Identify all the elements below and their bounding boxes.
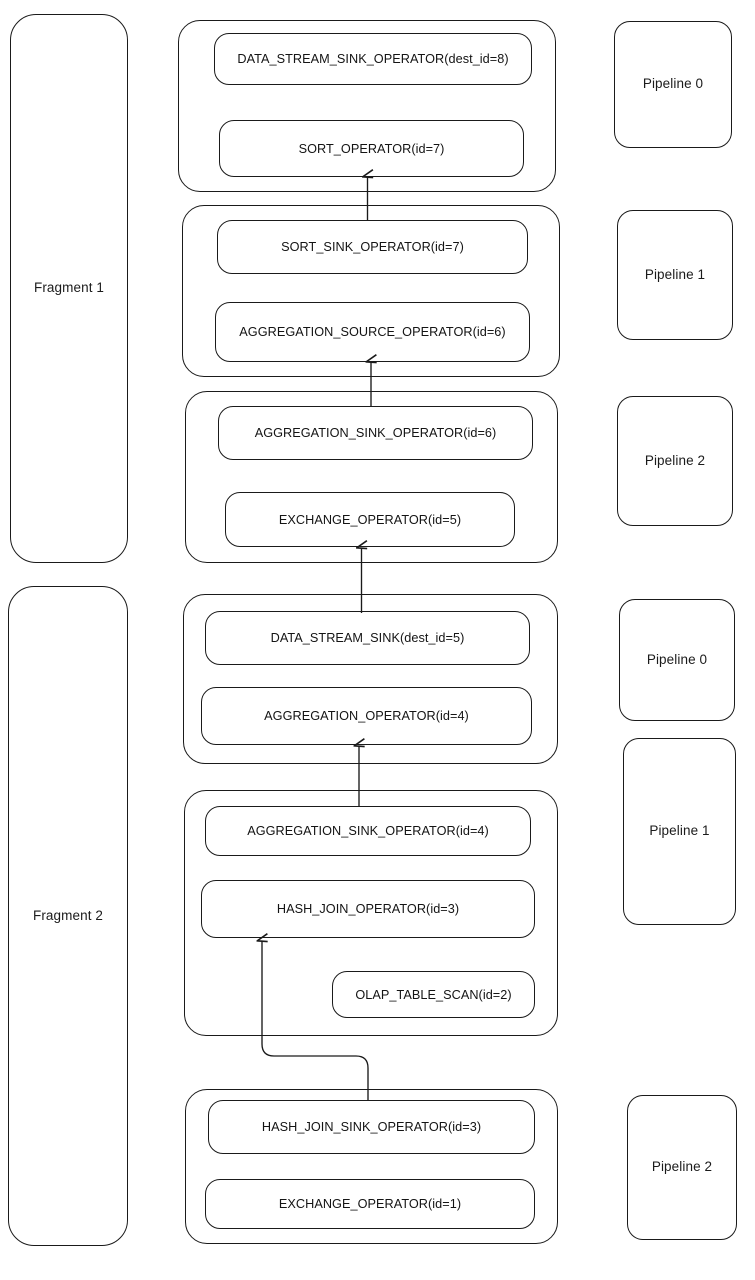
fragment-label-2: Fragment 2 [32,907,104,923]
operator-box-aggregation-sink-operator-4[interactable]: AGGREGATION_SINK_OPERATOR(id=4) [205,806,531,856]
pipeline-label: Pipeline 1 [644,266,706,282]
fragment-box-1[interactable]: Fragment 1 [10,14,128,563]
operator-box-aggregation-sink-operator-6[interactable]: AGGREGATION_SINK_OPERATOR(id=6) [218,406,533,460]
operator-box-aggregation-operator-4[interactable]: AGGREGATION_OPERATOR(id=4) [201,687,532,745]
operator-box-data-stream-sink-dest-5[interactable]: DATA_STREAM_SINK(dest_id=5) [205,611,530,665]
operator-box-aggregation-source-operator-6[interactable]: AGGREGATION_SOURCE_OPERATOR(id=6) [215,302,530,362]
operator-box-sort-operator-7[interactable]: SORT_OPERATOR(id=7) [219,120,524,177]
pipeline-label-box-f1-p2[interactable]: Pipeline 2 [617,396,733,526]
pipeline-label: Pipeline 1 [649,823,710,839]
operator-box-hash-join-sink-operator-3[interactable]: HASH_JOIN_SINK_OPERATOR(id=3) [208,1100,535,1154]
operator-label: AGGREGATION_OPERATOR(id=4) [264,709,469,723]
operator-label: EXCHANGE_OPERATOR(id=5) [278,512,462,527]
operator-box-data-stream-sink-operator-dest-8[interactable]: DATA_STREAM_SINK_OPERATOR(dest_id=8) [214,33,532,85]
pipeline-label-box-f2-p2[interactable]: Pipeline 2 [627,1095,737,1240]
pipeline-label-box-f2-p0[interactable]: Pipeline 0 [619,599,735,721]
operator-label: OLAP_TABLE_SCAN(id=2) [355,987,512,1002]
pipeline-label-box-f1-p1[interactable]: Pipeline 1 [617,210,733,340]
pipeline-label: Pipeline 0 [646,651,708,667]
operator-box-exchange-operator-1[interactable]: EXCHANGE_OPERATOR(id=1) [205,1179,535,1229]
operator-label: DATA_STREAM_SINK(dest_id=5) [270,631,465,645]
operator-box-exchange-operator-5[interactable]: EXCHANGE_OPERATOR(id=5) [225,492,515,547]
operator-label: HASH_JOIN_SINK_OPERATOR(id=3) [261,1120,482,1134]
fragment-box-2[interactable]: Fragment 2 [8,586,128,1246]
operator-box-hash-join-operator-3[interactable]: HASH_JOIN_OPERATOR(id=3) [201,880,535,938]
operator-label: AGGREGATION_SINK_OPERATOR(id=6) [254,426,497,440]
operator-label: AGGREGATION_SINK_OPERATOR(id=4) [247,824,489,838]
operator-box-olap-table-scan-2[interactable]: OLAP_TABLE_SCAN(id=2) [332,971,535,1018]
pipeline-label: Pipeline 2 [651,1159,713,1175]
pipeline-label: Pipeline 0 [642,76,704,92]
pipeline-label-box-f1-p0[interactable]: Pipeline 0 [614,21,732,148]
fragment-label-1: Fragment 1 [33,280,105,296]
pipeline-label: Pipeline 2 [644,452,706,468]
operator-label: AGGREGATION_SOURCE_OPERATOR(id=6) [239,325,506,339]
operator-label: SORT_SINK_OPERATOR(id=7) [281,240,464,254]
operator-label: SORT_OPERATOR(id=7) [298,141,445,156]
pipeline-label-box-f2-p1[interactable]: Pipeline 1 [623,738,736,925]
operator-box-sort-sink-operator-7[interactable]: SORT_SINK_OPERATOR(id=7) [217,220,528,274]
operator-label: DATA_STREAM_SINK_OPERATOR(dest_id=8) [237,52,509,66]
operator-label: EXCHANGE_OPERATOR(id=1) [278,1197,462,1211]
operator-label: HASH_JOIN_OPERATOR(id=3) [276,902,460,916]
